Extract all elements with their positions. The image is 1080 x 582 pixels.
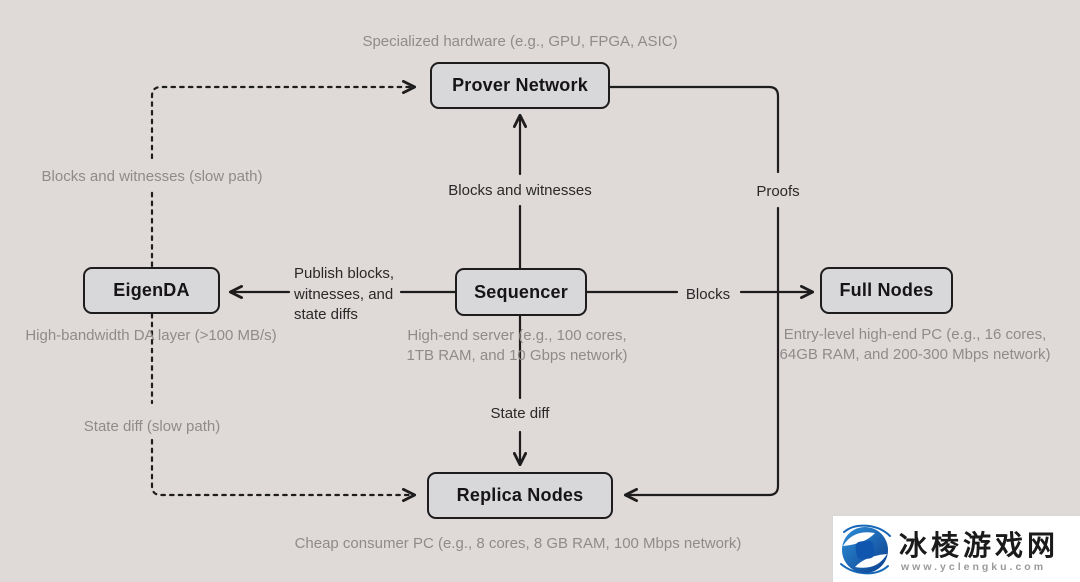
edge-label-publish-blocks: Publish blocks, witnesses, and state dif… — [294, 264, 454, 326]
full-nodes-caption-line1: Entry-level high-end PC (e.g., 16 cores, — [783, 326, 1047, 343]
node-prover-network: Prover Network — [430, 62, 610, 109]
site-logo-icon — [840, 524, 891, 575]
edge-label-blocks-witnesses-slow-path: Blocks and witnesses (slow path) — [41, 168, 263, 185]
prover-hardware-caption: Specialized hardware (e.g., GPU, FPGA, A… — [362, 33, 678, 50]
node-replica-nodes: Replica Nodes — [427, 472, 613, 519]
node-full-nodes: Full Nodes — [820, 267, 953, 314]
edge-label-blocks-and-witnesses: Blocks and witnesses — [448, 182, 592, 199]
full-nodes-caption-line2: 64GB RAM, and 200-300 Mbps network) — [779, 346, 1051, 363]
full-nodes-hardware-caption: Entry-level high-end PC (e.g., 16 cores,… — [760, 325, 1070, 365]
node-sequencer: Sequencer — [455, 268, 587, 316]
site-url: www.yclengku.com — [901, 561, 1047, 573]
replica-nodes-hardware-caption: Cheap consumer PC (e.g., 8 cores, 8 GB R… — [294, 535, 742, 552]
sequencer-caption-line1: High-end server (e.g., 100 cores, — [407, 327, 627, 344]
site-watermark: 冰棱游戏网 www.yclengku.com — [832, 515, 1080, 582]
node-sequencer-label: Sequencer — [474, 281, 568, 302]
sequencer-hardware-caption: High-end server (e.g., 100 cores, 1TB RA… — [367, 326, 667, 366]
sequencer-caption-line2: 1TB RAM, and 10 Gbps network) — [406, 347, 628, 364]
node-eigenda: EigenDA — [83, 267, 220, 314]
edge-label-state-diff: State diff — [490, 405, 550, 422]
edge-label-state-diff-slow-path: State diff (slow path) — [83, 418, 221, 435]
eigenda-hardware-caption: High-bandwidth DA layer (>100 MB/s) — [25, 327, 277, 344]
node-full-nodes-label: Full Nodes — [839, 280, 934, 300]
node-prover-network-label: Prover Network — [452, 75, 588, 95]
edge-label-blocks: Blocks — [685, 286, 731, 303]
edge-label-proofs: Proofs — [756, 183, 800, 200]
node-replica-nodes-label: Replica Nodes — [456, 485, 584, 505]
publish-label-line1: Publish blocks, — [294, 265, 395, 282]
node-eigenda-label: EigenDA — [113, 280, 190, 300]
site-name: 冰棱游戏网 — [899, 530, 1060, 561]
publish-label-line2: witnesses, and — [294, 285, 394, 303]
publish-label-line3: state diffs — [294, 306, 358, 323]
